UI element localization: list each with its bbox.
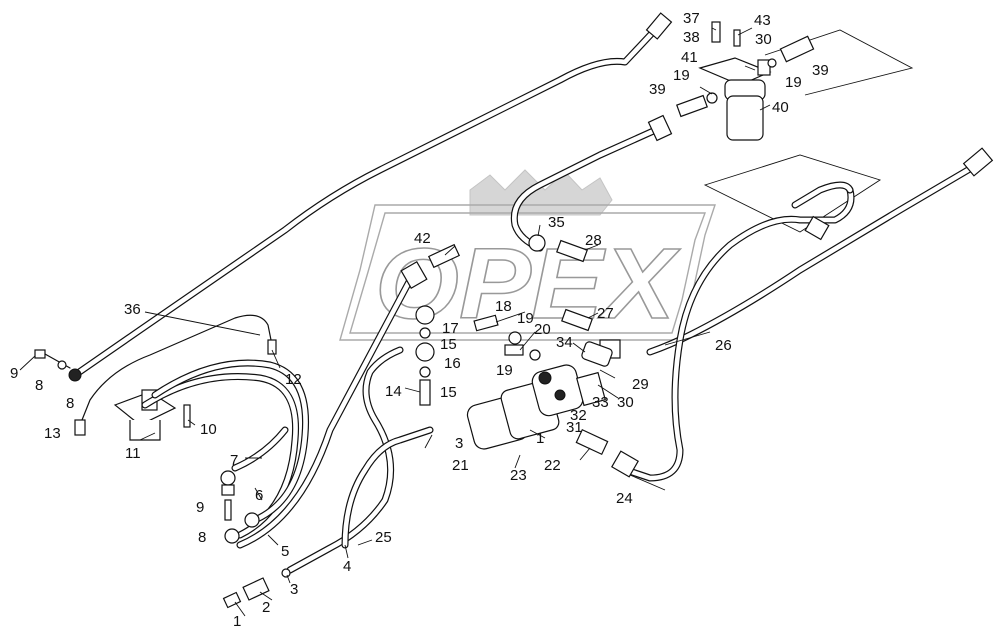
callout-43: 43 bbox=[754, 12, 771, 29]
callout-18: 18 bbox=[495, 298, 512, 315]
hoses-5-6-7 bbox=[68, 359, 310, 544]
bracket-11 bbox=[113, 389, 177, 441]
callout-26: 26 bbox=[715, 337, 732, 354]
callout-38: 38 bbox=[683, 29, 700, 46]
callout-24: 24 bbox=[616, 490, 633, 507]
callout-36: 36 bbox=[124, 301, 141, 318]
callout-27: 27 bbox=[597, 305, 614, 322]
callout-29: 29 bbox=[632, 376, 649, 393]
callout-15: 15 bbox=[440, 384, 457, 401]
fitting-28 bbox=[556, 239, 588, 263]
fitting-42-body bbox=[400, 261, 428, 289]
callout-21: 21 bbox=[452, 457, 469, 474]
callout-9: 9 bbox=[10, 365, 18, 382]
watermark: OPEX bbox=[339, 169, 716, 341]
callout-42: 42 bbox=[414, 230, 431, 247]
filter-40 bbox=[698, 57, 772, 141]
tube-13 bbox=[79, 314, 273, 426]
callout-7: 7 bbox=[230, 452, 238, 469]
suction-hose-4-25 bbox=[286, 346, 434, 574]
callout-12: 12 bbox=[285, 371, 302, 388]
callout-25: 25 bbox=[375, 529, 392, 546]
callout-19: 19 bbox=[496, 362, 513, 379]
hose-35 bbox=[510, 114, 673, 252]
callout-17: 17 bbox=[442, 320, 459, 337]
fittings-14-17 bbox=[415, 305, 435, 406]
pump-assembly bbox=[466, 364, 606, 450]
callout-19: 19 bbox=[785, 74, 802, 91]
callout-6: 6 bbox=[255, 487, 263, 504]
callout-3: 3 bbox=[290, 581, 298, 598]
callout-8: 8 bbox=[198, 529, 206, 546]
callout-19: 19 bbox=[517, 310, 534, 327]
callout-2: 2 bbox=[262, 599, 270, 616]
callout-10: 10 bbox=[200, 421, 217, 438]
callout-31: 31 bbox=[566, 419, 583, 436]
callout-3: 3 bbox=[455, 435, 463, 452]
bolt-43 bbox=[733, 29, 741, 47]
hose-26 bbox=[646, 147, 994, 356]
fitting-42-thread bbox=[427, 243, 461, 269]
bolt-9-upper bbox=[34, 349, 71, 370]
callout-37: 37 bbox=[683, 10, 700, 27]
callout-28: 28 bbox=[585, 232, 602, 249]
watermark-text: OPEX bbox=[375, 228, 681, 340]
watermark-frame-inner bbox=[349, 212, 707, 334]
callout-8: 8 bbox=[66, 395, 74, 412]
callout-22: 22 bbox=[544, 457, 561, 474]
callout-23: 23 bbox=[510, 467, 527, 484]
callout-13: 13 bbox=[44, 425, 61, 442]
tube-13-end bbox=[74, 419, 86, 436]
callout-11: 11 bbox=[125, 445, 141, 462]
hose-36 bbox=[71, 12, 673, 379]
fitting-39-right bbox=[779, 35, 815, 63]
callout-40: 40 bbox=[772, 99, 789, 116]
callout-19: 19 bbox=[673, 67, 690, 84]
watermark-gear bbox=[469, 169, 613, 216]
callout-16: 16 bbox=[444, 355, 461, 372]
fitting-22 bbox=[575, 428, 609, 456]
callout-39: 39 bbox=[812, 62, 829, 79]
bolt-9-lower bbox=[221, 484, 235, 521]
callout-32: 32 bbox=[570, 407, 587, 424]
callout-30: 30 bbox=[617, 394, 634, 411]
callout-34: 34 bbox=[556, 334, 573, 351]
callout-30: 30 bbox=[755, 31, 772, 48]
callout-20: 20 bbox=[534, 321, 551, 338]
callout-15: 15 bbox=[440, 336, 457, 353]
callout-1: 1 bbox=[536, 430, 544, 447]
callout-8: 8 bbox=[35, 377, 43, 394]
callout-39: 39 bbox=[649, 81, 666, 98]
hose-24 bbox=[599, 181, 855, 482]
fittings-18-20 bbox=[473, 314, 541, 361]
callout-14: 14 bbox=[385, 383, 402, 400]
fitting-27 bbox=[561, 308, 593, 332]
callout-1: 1 bbox=[233, 613, 241, 630]
callout-35: 35 bbox=[548, 214, 565, 231]
bolt-10 bbox=[183, 404, 191, 428]
callout-41: 41 bbox=[681, 49, 698, 66]
fitting-39-left bbox=[676, 94, 708, 118]
callout-5: 5 bbox=[281, 543, 289, 560]
callout-33: 33 bbox=[592, 394, 609, 411]
callout-9: 9 bbox=[196, 499, 204, 516]
fitting-34 bbox=[581, 341, 613, 367]
callout-4: 4 bbox=[343, 558, 351, 575]
seal-19-right bbox=[767, 58, 777, 68]
fitting-1-2 bbox=[222, 568, 291, 609]
seal-19-left bbox=[706, 92, 718, 104]
leader-lines bbox=[19, 27, 771, 617]
tube-12-end bbox=[267, 339, 277, 355]
bolt-37 bbox=[711, 21, 721, 43]
callouts: 1 1 2 3 3 4 5 6 7 8 8 8 9 9 10 11 12 13 … bbox=[10, 10, 829, 630]
outline-lower bbox=[703, 154, 882, 233]
